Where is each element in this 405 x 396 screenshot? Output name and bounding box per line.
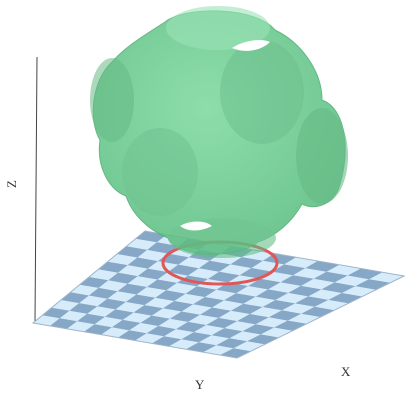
checker-cell: [255, 289, 289, 300]
y-axis-label: Y: [195, 377, 205, 392]
checker-cell: [262, 300, 296, 311]
checker-cell: [155, 290, 186, 301]
checker-cell: [230, 257, 263, 268]
x-axis-label: X: [341, 364, 351, 379]
checker-cell: [280, 275, 314, 286]
checker-cell: [146, 326, 176, 337]
checker-cell: [206, 317, 238, 329]
left-facet: [90, 58, 134, 142]
checker-cell: [176, 321, 207, 333]
checker-cell: [105, 309, 134, 320]
checker-cell: [98, 261, 128, 273]
checker-cell: [169, 311, 200, 322]
front-left-facet: [122, 128, 198, 216]
checker-cell: [268, 310, 302, 321]
checker-cell: [152, 336, 182, 347]
checker-cell: [185, 286, 217, 297]
checker-cell: [247, 334, 279, 345]
checker-cell: [127, 257, 158, 269]
checker-cell: [79, 277, 109, 288]
right-facet: [296, 108, 348, 204]
checker-cell: [137, 268, 168, 280]
checker-cell: [321, 282, 356, 293]
checker-cell: [272, 264, 306, 276]
checker-cell: [117, 283, 147, 295]
checker-cell: [216, 338, 248, 349]
checker-cell: [140, 315, 170, 326]
checker-cell: [88, 287, 118, 299]
checker-cell: [328, 293, 363, 304]
checkered-floor: [31, 230, 405, 359]
checker-cell: [146, 279, 177, 291]
checker-cell: [147, 242, 179, 254]
top-facet: [166, 6, 270, 50]
checker-cell: [274, 320, 307, 331]
checker-cell: [125, 294, 156, 306]
checker-cell: [118, 330, 147, 341]
checker-cell: [186, 342, 217, 353]
bottom-opening: [180, 221, 212, 231]
checker-cell: [50, 318, 78, 329]
checker-cell: [198, 260, 231, 272]
checker-cell: [220, 348, 251, 358]
checker-cell: [200, 307, 231, 318]
checker-cell: [117, 246, 148, 258]
checker-cell: [237, 314, 269, 325]
checker-cell: [97, 298, 126, 310]
z-axis-label: Z: [3, 180, 19, 188]
checker-cell: [313, 271, 348, 283]
checker-cell: [193, 297, 224, 308]
checker-cell: [248, 278, 281, 290]
checker-cell: [224, 293, 256, 304]
checker-cell: [84, 324, 112, 335]
checker-cell: [301, 306, 335, 317]
checker-cell: [230, 303, 263, 314]
checker-cell: [242, 324, 275, 335]
upper-right-facet: [220, 40, 304, 144]
green-solid: [90, 6, 348, 258]
checker-cell: [133, 305, 163, 316]
checker-cell: [211, 328, 243, 339]
checker-cell: [61, 292, 89, 304]
checker-cell: [111, 319, 141, 331]
z-axis-line: [34, 56, 38, 322]
checker-cell: [288, 285, 322, 297]
checker-cell: [163, 301, 194, 312]
top-opening: [232, 40, 270, 51]
checker-cell: [207, 271, 240, 283]
checker-cell: [181, 332, 212, 343]
checker-cell: [108, 272, 138, 284]
checker-cell: [167, 264, 199, 276]
checker-cell: [69, 303, 98, 314]
checker-cell: [295, 296, 329, 307]
checker-cell: [77, 313, 105, 325]
